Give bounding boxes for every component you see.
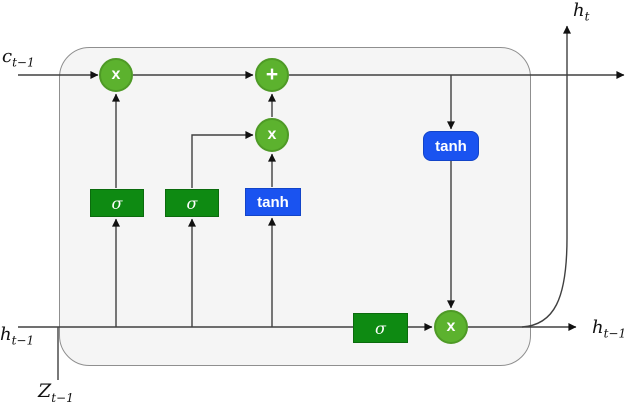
input-gate-sigma-box: σ (165, 189, 219, 217)
candidate-tanh-box: tanh (245, 188, 301, 216)
multiply-icon: x (446, 318, 456, 335)
cell-add-node: + (255, 58, 289, 92)
output-gate-sigma-box: σ (353, 313, 408, 343)
multiply-icon: x (267, 126, 277, 143)
label-hidden-output-top: ht (573, 0, 590, 24)
forget-multiply-node: x (99, 58, 133, 92)
label-hidden-output-right: ht−1 (592, 317, 627, 341)
connector-input-gate-elbow (191, 131, 254, 188)
plus-icon: + (265, 62, 279, 86)
label-input-bottom: Zt−1 (38, 380, 74, 405)
multiply-icon: x (111, 66, 121, 83)
input-multiply-node: x (255, 118, 289, 152)
cell-tanh-box: tanh (423, 131, 479, 161)
forget-gate-sigma-box: σ (90, 189, 144, 217)
label-cell-state-input: ct−1 (2, 46, 35, 70)
output-multiply-node: x (434, 310, 468, 344)
connector-hidden-output-top (521, 25, 571, 328)
label-hidden-input-left: ht−1 (0, 324, 35, 348)
